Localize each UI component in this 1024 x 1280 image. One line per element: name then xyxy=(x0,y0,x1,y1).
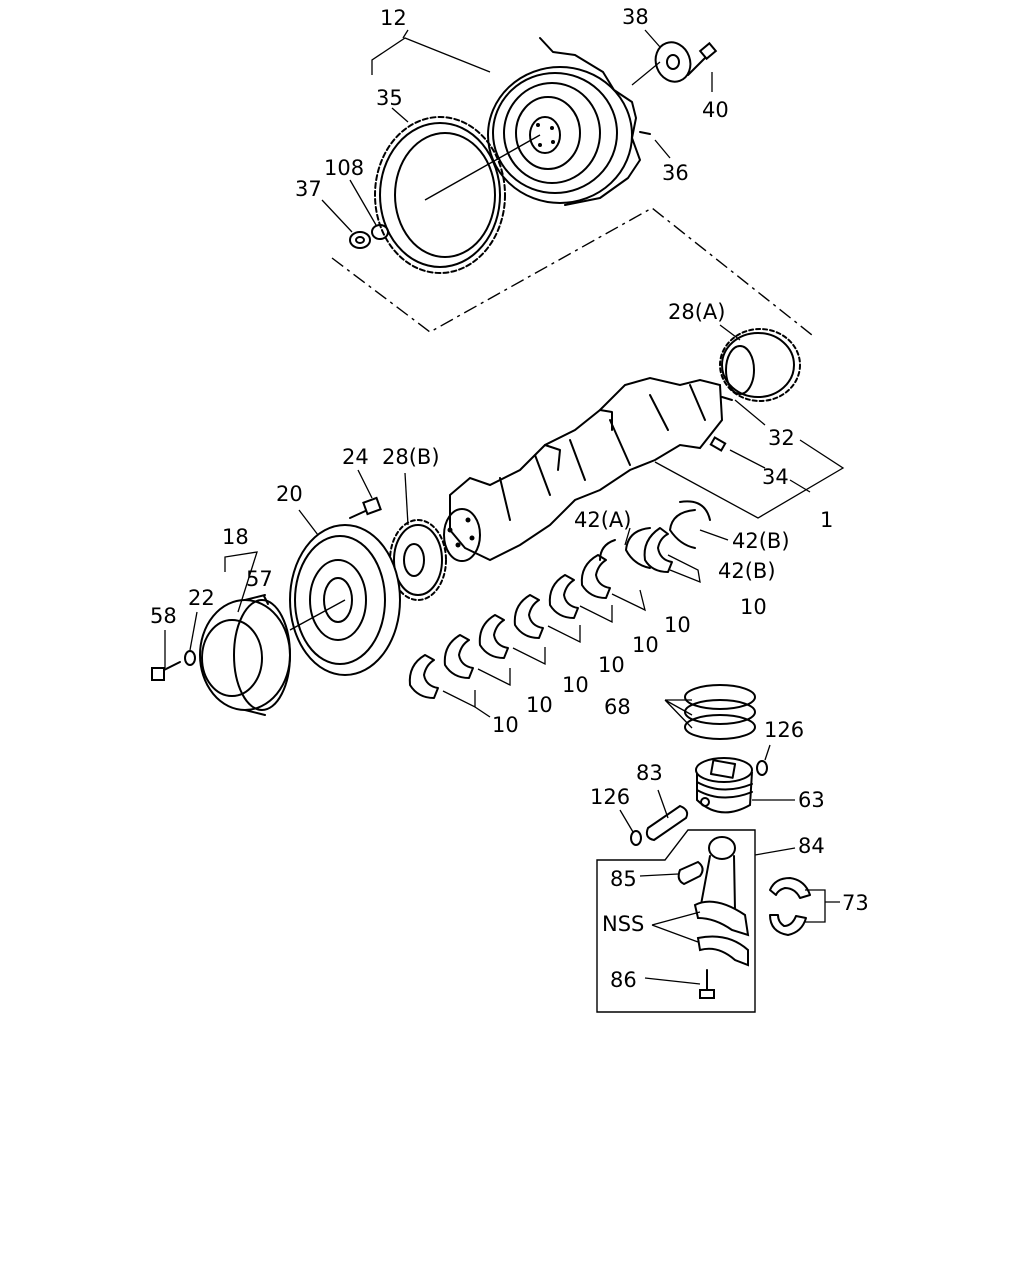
main-bearings xyxy=(408,527,673,699)
label-28b: 28(B) xyxy=(382,445,440,469)
label-20: 20 xyxy=(276,482,303,506)
label-85: 85 xyxy=(610,867,637,891)
pulley-bolt-58 xyxy=(151,661,181,681)
label-35: 35 xyxy=(376,86,403,110)
label-83: 83 xyxy=(636,761,663,785)
label-10-d: 10 xyxy=(598,653,625,677)
label-84: 84 xyxy=(798,834,825,858)
label-10-c: 10 xyxy=(632,633,659,657)
label-73: 73 xyxy=(842,891,869,915)
label-42b-2: 42(B) xyxy=(718,559,776,583)
pilot-bearing xyxy=(349,231,371,249)
piston-rings xyxy=(684,684,756,740)
front-pulley xyxy=(199,594,291,716)
crankshaft xyxy=(443,376,724,562)
label-37: 37 xyxy=(295,177,322,201)
dowel-pin-36 xyxy=(639,131,651,135)
label-63: 63 xyxy=(798,788,825,812)
front-bolt-24 xyxy=(349,496,382,519)
rod-bolt-86 xyxy=(699,969,715,999)
small-end-bushing xyxy=(677,860,704,886)
label-42a: 42(A) xyxy=(574,508,631,532)
label-18: 18 xyxy=(222,525,249,549)
piston xyxy=(695,757,753,814)
rod-bearings xyxy=(769,877,811,936)
label-nss: NSS xyxy=(602,912,644,936)
label-10-e: 10 xyxy=(562,673,589,697)
label-10-b: 10 xyxy=(664,613,691,637)
label-40: 40 xyxy=(702,98,729,122)
flywheel xyxy=(487,37,641,206)
snap-ring-126-right xyxy=(756,760,768,776)
label-58: 58 xyxy=(150,604,177,628)
snap-ring-108 xyxy=(371,224,389,240)
label-57: 57 xyxy=(246,567,273,591)
ring-gear xyxy=(374,116,506,274)
label-38: 38 xyxy=(622,5,649,29)
crank-gear-b xyxy=(389,519,447,601)
label-22: 22 xyxy=(188,586,215,610)
thrust-washers xyxy=(599,500,711,569)
label-126-right: 126 xyxy=(764,718,804,742)
snap-ring-126-left xyxy=(630,830,642,846)
label-10-f: 10 xyxy=(526,693,553,717)
label-24: 24 xyxy=(342,445,369,469)
connecting-rod xyxy=(693,836,750,937)
rod-cap xyxy=(696,935,749,967)
washer-22 xyxy=(184,650,196,666)
label-32: 32 xyxy=(768,426,795,450)
label-68: 68 xyxy=(604,695,631,719)
crank-pins xyxy=(709,396,733,452)
label-108: 108 xyxy=(324,156,364,180)
label-12: 12 xyxy=(380,6,407,30)
label-34: 34 xyxy=(762,465,789,489)
label-10-g: 10 xyxy=(492,713,519,737)
flywheel-bolt xyxy=(687,41,718,76)
label-10-a: 10 xyxy=(740,595,767,619)
label-126-left: 126 xyxy=(590,785,630,809)
flywheel-plate xyxy=(654,41,692,83)
label-36: 36 xyxy=(662,161,689,185)
label-42b-1: 42(B) xyxy=(732,529,790,553)
piston-pin xyxy=(645,804,689,842)
crank-gear-a xyxy=(719,328,801,402)
label-1: 1 xyxy=(820,508,833,532)
label-86: 86 xyxy=(610,968,637,992)
label-28a: 28(A) xyxy=(668,300,725,324)
